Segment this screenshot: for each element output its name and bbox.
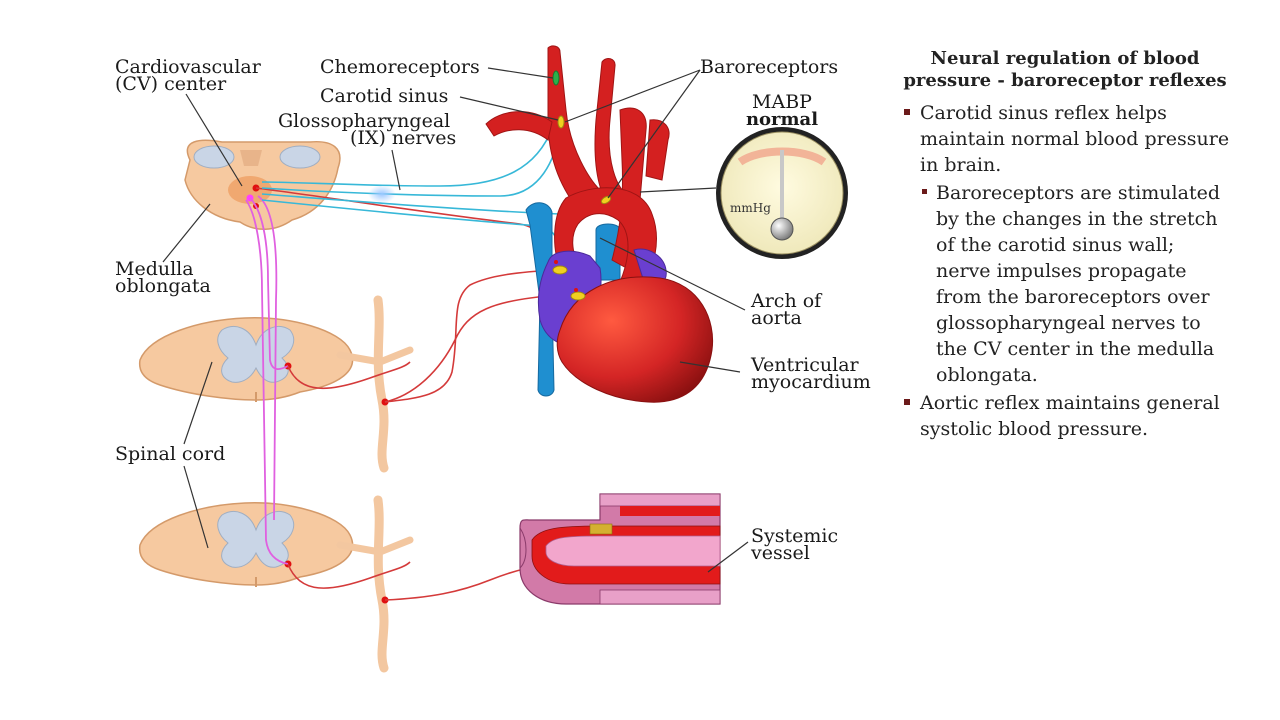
label-arch-of-aorta: Arch of aorta — [750, 290, 827, 329]
mabp-gauge: mmHg — [716, 127, 848, 259]
bullet-aortic-reflex: Aortic reflex maintains general systolic… — [900, 390, 1230, 442]
label-systemic-vessel: Systemic vessel — [750, 525, 844, 564]
spinal-cord-section-lower — [138, 502, 354, 587]
aorta-and-carotids — [485, 45, 670, 291]
bullet-text: Baroreceptors are stimulated by the chan… — [936, 182, 1220, 386]
bullet-marker — [904, 399, 910, 405]
label-chemoreceptors: Chemoreceptors — [320, 56, 480, 78]
bullet-text: Aortic reflex maintains general systolic… — [920, 392, 1220, 440]
label-spinal-cord: Spinal cord — [115, 443, 225, 465]
gauge-title: MABP — [752, 91, 812, 113]
panel-title: Neural regulation of blood pressure - ba… — [903, 48, 1227, 91]
gauge-unit: mmHg — [730, 201, 771, 215]
label-baroreceptors: Baroreceptors — [700, 56, 838, 78]
bullet-carotid-sinus-reflex: Carotid sinus reflex helps maintain norm… — [900, 100, 1230, 178]
spinal-cord-section-upper — [138, 317, 354, 402]
label-ventricular-myocardium: Ventricular myocardium — [750, 354, 871, 393]
bullet-marker — [904, 109, 910, 115]
label-cv-center: Cardiovascular (CV) center — [115, 56, 267, 95]
bullet-marker — [922, 189, 927, 194]
gauge-state: normal — [746, 109, 818, 130]
medulla-oblongata — [184, 139, 341, 230]
chemoreceptor-marker — [552, 70, 560, 86]
text-panel: Neural regulation of blood pressure - ba… — [900, 48, 1230, 442]
heart — [537, 248, 714, 403]
sympathetic-chain — [336, 295, 414, 673]
systemic-vessel — [519, 493, 721, 605]
bullet-baroreceptors: Baroreceptors are stimulated by the chan… — [900, 180, 1230, 388]
carotid-baroreceptor-marker — [557, 115, 565, 129]
label-glossopharyngeal: Glossopharyngeal (IX) nerves — [278, 110, 456, 149]
label-carotid-sinus: Carotid sinus — [320, 85, 448, 107]
label-medulla: Medulla oblongata — [115, 258, 211, 297]
bullet-text: Carotid sinus reflex helps maintain norm… — [920, 102, 1230, 176]
leader-lines — [162, 67, 749, 573]
